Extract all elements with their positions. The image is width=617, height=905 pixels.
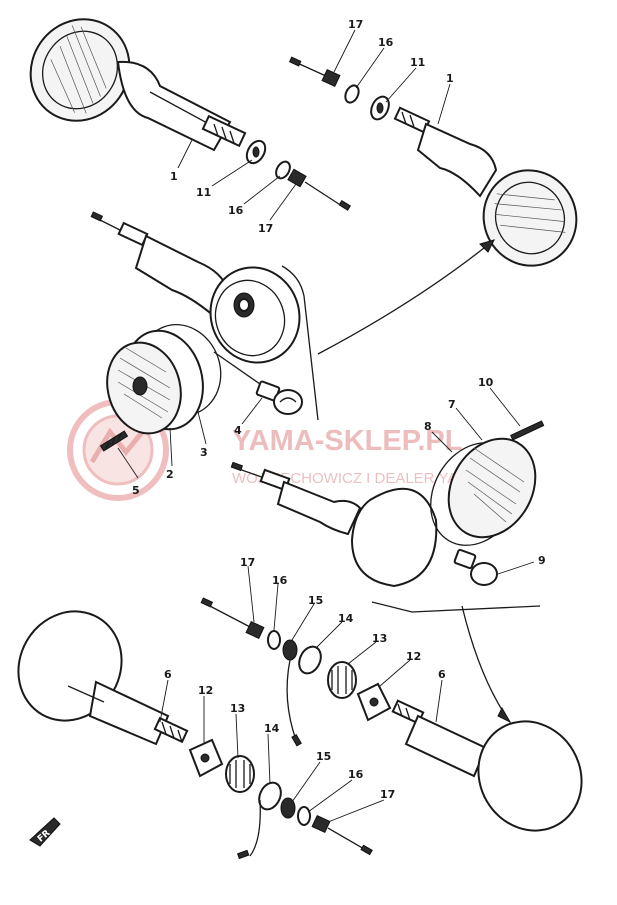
stud-bottom-left: [153, 716, 189, 744]
washer-16-right: [344, 84, 360, 104]
wire-top-right: [294, 61, 327, 77]
callout-12-bottom-lower: 12: [198, 684, 213, 697]
callout-4: 4: [234, 424, 242, 437]
callout-8: 8: [424, 420, 432, 433]
lens-2: [106, 329, 204, 435]
callout-17-bottom-lower: 17: [380, 788, 395, 801]
screw-10: [510, 420, 545, 441]
callout-1-top-left: 1: [170, 170, 178, 183]
turn-signal-bottom-right: [391, 699, 583, 832]
callout-11-top-right: 11: [410, 56, 425, 69]
washer-15-left: [280, 797, 296, 819]
callout-13-bottom-lower: 13: [230, 702, 245, 715]
turn-signal-bottom-left: [17, 610, 189, 746]
washer-16-upper: [267, 630, 281, 650]
callout-17-top-right: 17: [348, 18, 363, 31]
callout-13-bottom-upper: 13: [372, 632, 387, 645]
callout-16-top-left: 16: [228, 204, 244, 217]
callout-2: 2: [166, 468, 174, 481]
bulb-9: [453, 548, 498, 586]
turn-signal-top-right: [288, 56, 578, 267]
nut-17-bottom: [311, 814, 331, 834]
callout-7: 7: [448, 398, 456, 411]
callout-6-bottom-left: 6: [164, 668, 172, 681]
callout-16-bottom-lower: 16: [348, 768, 364, 781]
assembly-arrow-upper: [317, 239, 495, 355]
mount-plate-12-left: [188, 738, 224, 778]
bulb-4: [255, 380, 303, 415]
washer-11-left: [245, 139, 267, 165]
nut-17-left: [287, 168, 307, 188]
washer-14-upper: [298, 645, 322, 675]
rubber-13-left: [225, 755, 255, 793]
lens-7: [447, 437, 537, 539]
washer-15-upper: [282, 639, 298, 661]
callout-14-bottom-lower: 14: [264, 722, 280, 735]
washer-11-right: [370, 95, 390, 121]
watermark-tagline: WOJCIECHOWICZ I DEALER YAMAHA: [232, 470, 501, 487]
mount-plate-12-upper: [356, 682, 392, 722]
stud-top-left: [201, 114, 247, 148]
callout-12-bottom-upper: 12: [406, 650, 421, 663]
callout-5: 5: [132, 484, 140, 497]
callout-15-bottom-upper: 15: [308, 594, 323, 607]
wire-bottom-left: [327, 827, 367, 851]
callout-14-bottom-upper: 14: [338, 612, 354, 625]
wire-bottom-upper: [205, 603, 253, 629]
washer-14-left: [258, 781, 282, 811]
callout-10: 10: [478, 376, 494, 389]
screw-5: [99, 430, 129, 452]
callout-6-bottom-right: 6: [438, 668, 446, 681]
callout-1-top-right: 1: [446, 72, 454, 85]
nut-17-right: [321, 68, 341, 88]
turn-signal-middle-left: [90, 211, 319, 452]
rubber-13-upper: [327, 661, 357, 699]
washer-16-bottom: [297, 806, 311, 826]
turn-signal-top-left: [29, 18, 351, 211]
callout-11-top-left: 11: [196, 186, 211, 199]
callout-16-bottom-upper: 16: [272, 574, 288, 587]
nut-17-upper: [245, 620, 265, 640]
washer-16-left: [275, 160, 291, 180]
callout-15-bottom-lower: 15: [316, 750, 331, 763]
callout-3: 3: [200, 446, 208, 459]
callouts: 1 11 16 17 17 16 11 1 2 3 4 5 7 8 9 10: [117, 18, 546, 823]
callout-17-bottom-upper: 17: [240, 556, 255, 569]
front-direction-indicator: FR: [29, 817, 61, 847]
callout-17-top-left: 17: [258, 222, 273, 235]
callout-9: 9: [538, 554, 546, 567]
wire-top-left: [304, 181, 346, 209]
callout-16-top-right: 16: [378, 36, 394, 49]
turn-signal-middle-right: [230, 420, 545, 613]
watermark-brand: YAMA-SKLEP.PL: [232, 425, 462, 457]
assembly-arrow-lower: [461, 605, 511, 723]
watermark: YAMA-SKLEP.PL WOJCIECHOWICZ I DEALER YAM…: [67, 399, 501, 501]
housing-body: [209, 266, 301, 364]
